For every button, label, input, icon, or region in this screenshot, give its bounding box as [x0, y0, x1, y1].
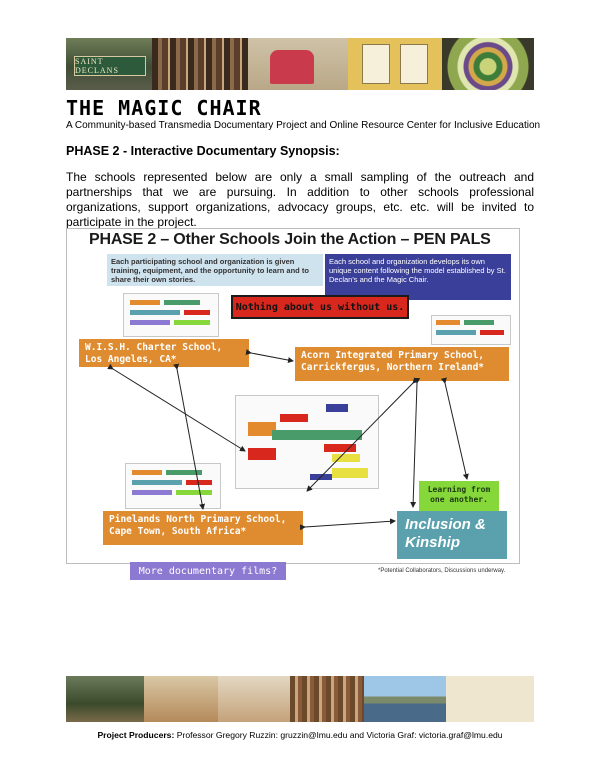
- school-sign-text: SAINT DECLANS: [75, 57, 119, 75]
- section-heading: PHASE 2 - Interactive Documentary Synops…: [66, 144, 340, 158]
- footer-photo-poster: [446, 676, 534, 722]
- diagram-title: PHASE 2 – Other Schools Join the Action …: [89, 231, 491, 248]
- footer-photo-strip: [66, 676, 534, 722]
- inclusion-kinship-box: Inclusion & Kinship: [397, 511, 507, 559]
- school-pinelands-cape-town: Pinelands North Primary School, Cape Tow…: [103, 511, 303, 545]
- central-model-thumbnail: [235, 395, 379, 489]
- content-box: Each school and organization develops it…: [325, 254, 511, 300]
- header-photo-banner: SAINT DECLANS: [66, 38, 534, 90]
- footer-photo-building: [66, 676, 144, 722]
- training-box: Each participating school and organizati…: [107, 254, 323, 286]
- document-title: THE MAGIC CHAIR: [66, 96, 262, 120]
- learning-box: Learning from one another.: [419, 481, 499, 511]
- thumbnail-pinelands: [125, 463, 221, 509]
- footer-photo-bookshelf: [290, 676, 364, 722]
- footer-text: Professor Gregory Ruzzin: gruzzin@lmu.ed…: [176, 730, 503, 740]
- footer-credits: Project Producers: Professor Gregory Ruz…: [66, 730, 534, 740]
- intro-paragraph: The schools represented below are only a…: [66, 170, 534, 229]
- banner-photo-sign: SAINT DECLANS: [66, 38, 152, 90]
- footer-label: Project Producers:: [97, 730, 175, 740]
- document-subtitle: A Community-based Transmedia Documentary…: [66, 120, 541, 131]
- slogan-box: Nothing about us without us.: [231, 295, 409, 319]
- phase2-diagram: PHASE 2 – Other Schools Join the Action …: [66, 228, 520, 564]
- thumbnail-la: [123, 293, 219, 337]
- more-films-box: More documentary films?: [130, 562, 286, 580]
- school-sign: SAINT DECLANS: [74, 56, 146, 76]
- footnote: *Potential Collaborators, Discussions un…: [378, 568, 506, 574]
- banner-photo-bookshelf: [152, 38, 248, 90]
- footer-photo-hallway: [218, 676, 290, 722]
- thumbnail-acorn: [431, 315, 511, 345]
- footer-photo-river: [364, 676, 446, 722]
- footer-photo-classroom: [144, 676, 218, 722]
- banner-photo-magic-chair: [248, 38, 348, 90]
- banner-photo-mosaic: [442, 38, 534, 90]
- school-acorn-carrickfergus: Acorn Integrated Primary School, Carrick…: [295, 347, 509, 381]
- banner-photo-classroom-posters: [348, 38, 442, 90]
- school-wish-la: W.I.S.H. Charter School, Los Angeles, CA…: [79, 339, 249, 367]
